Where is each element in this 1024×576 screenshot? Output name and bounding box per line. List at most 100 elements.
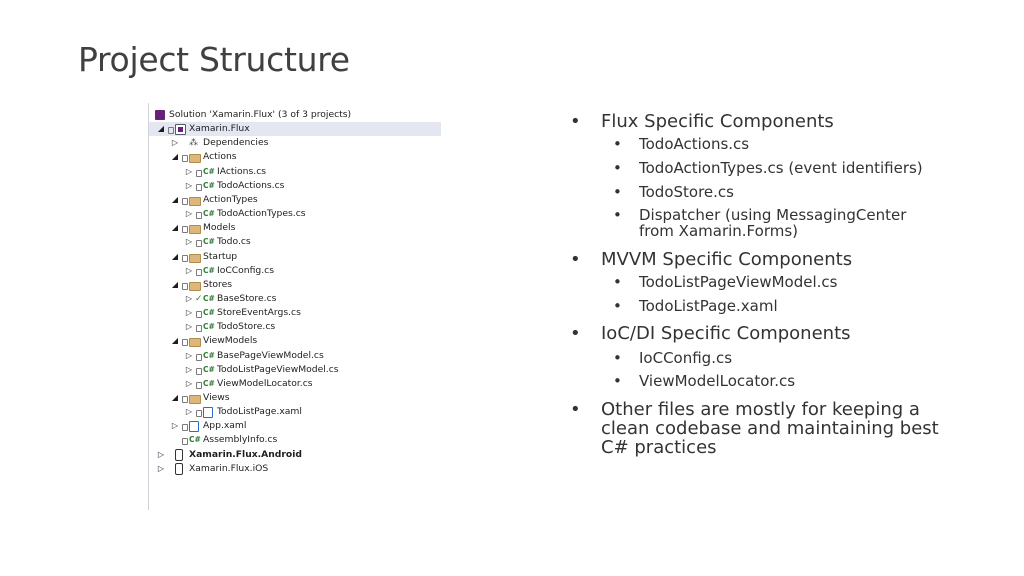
- tree-row[interactable]: ◢ActionTypes: [149, 193, 441, 207]
- tree-row[interactable]: ▷C#TodoActions.cs: [149, 179, 441, 193]
- expand-arrow-icon[interactable]: ▷: [185, 209, 193, 219]
- lock-icon: [196, 169, 202, 177]
- tree-row-label: IoCConfig.cs: [217, 264, 274, 276]
- expand-arrow-icon[interactable]: ▷: [157, 463, 165, 473]
- lock-icon: [182, 339, 188, 347]
- expand-arrow-icon[interactable]: ▷: [185, 180, 193, 190]
- tree-row[interactable]: ▷ Xamarin.Flux.iOS: [149, 462, 441, 476]
- csharp-file-icon: C#: [203, 350, 215, 360]
- tree-row-label: Solution 'Xamarin.Flux' (3 of 3 projects…: [169, 109, 352, 120]
- collapse-arrow-icon[interactable]: ◢: [171, 336, 179, 346]
- lock-icon: [196, 367, 202, 375]
- expand-arrow-icon[interactable]: ▷: [185, 308, 193, 318]
- tree-row-label: BaseStore.cs: [217, 292, 277, 304]
- tree-row[interactable]: ◢ Startup: [149, 250, 441, 264]
- tree-row[interactable]: Solution 'Xamarin.Flux' (3 of 3 projects…: [149, 108, 441, 122]
- lock-icon: [182, 226, 188, 234]
- lock-icon: [196, 240, 202, 248]
- tree-row-label: Xamarin.Flux.iOS: [189, 462, 269, 474]
- lock-icon: [182, 197, 188, 205]
- expand-arrow-icon[interactable]: ▷: [185, 237, 193, 247]
- lock-icon: [168, 127, 174, 135]
- expand-arrow-icon[interactable]: ▷: [185, 293, 193, 303]
- collapse-arrow-icon[interactable]: ◢: [157, 124, 165, 134]
- tree-row[interactable]: ◢ViewModels: [149, 334, 441, 348]
- csharp-file-icon: C#: [189, 435, 201, 445]
- tree-row[interactable]: ▷ C#BasePageViewModel.cs: [149, 349, 441, 363]
- collapse-arrow-icon[interactable]: ◢: [171, 194, 179, 204]
- tree-row[interactable]: ▷C#TodoActionTypes.cs: [149, 207, 441, 221]
- bullet-text: MVVM Specific Components: [601, 249, 853, 270]
- sub-bullet-text: TodoActionTypes.cs (event identifiers): [639, 159, 923, 177]
- tree-row[interactable]: ◢Stores: [149, 278, 441, 292]
- tree-row-label: ViewModelLocator.cs: [217, 377, 313, 389]
- bullet-dot: •: [613, 135, 622, 153]
- tree-row[interactable]: ◢ Actions: [149, 150, 441, 164]
- csharp-file-icon: C#: [203, 166, 215, 176]
- bullet-dot: •: [613, 183, 622, 201]
- tree-row[interactable]: ◢ Xamarin.Flux: [149, 122, 441, 137]
- tree-row[interactable]: ▷C#ViewModelLocator.cs: [149, 377, 441, 391]
- expand-arrow-icon[interactable]: ▷: [185, 166, 193, 176]
- bullet-text: Flux Specific Components: [601, 111, 834, 132]
- xaml-file-icon: [189, 421, 199, 433]
- expand-arrow-icon[interactable]: ▷: [185, 407, 193, 417]
- lock-icon: [196, 353, 202, 361]
- xaml-file-icon: [203, 407, 213, 419]
- tree-row[interactable]: ▷Xamarin.Flux.Android: [149, 448, 441, 462]
- bullet-dot: •: [613, 273, 622, 291]
- tree-row-label: BasePageViewModel.cs: [217, 349, 324, 361]
- tree-row[interactable]: ▷C#StoreEventArgs.cs: [149, 306, 441, 320]
- tree-row[interactable]: ▷TodoListPage.xaml: [149, 405, 441, 419]
- solution-icon: [155, 110, 165, 120]
- tree-row[interactable]: ▷C#IoCConfig.cs: [149, 264, 441, 278]
- tree-row[interactable]: C#AssemblyInfo.cs: [149, 433, 441, 447]
- tree-row[interactable]: ▷App.xaml: [149, 419, 441, 433]
- bullet-dot: •: [570, 249, 581, 270]
- lock-icon: [182, 155, 188, 163]
- folder-icon: [189, 253, 201, 263]
- collapse-arrow-icon[interactable]: ◢: [171, 251, 179, 261]
- collapse-arrow-icon[interactable]: ◢: [171, 393, 179, 402]
- tree-row[interactable]: ▷C#Todo.cs: [149, 235, 441, 249]
- tree-row-label: Startup: [203, 250, 238, 262]
- tree-row[interactable]: ▷✓C#BaseStore.cs: [149, 292, 441, 306]
- lock-icon: [182, 396, 188, 403]
- tree-row-label: Todo.cs: [217, 236, 251, 248]
- folder-icon: [189, 225, 201, 235]
- lock-icon: [196, 410, 202, 418]
- collapse-arrow-icon[interactable]: ◢: [171, 223, 179, 233]
- tree-row-label: TodoListPageViewModel.cs: [217, 363, 339, 375]
- expand-arrow-icon[interactable]: ▷: [171, 421, 179, 431]
- tree-row[interactable]: ▷C#TodoStore.cs: [149, 320, 441, 334]
- bullet-dot: •: [613, 372, 622, 390]
- tree-row[interactable]: ▷C#TodoListPageViewModel.cs: [149, 363, 441, 377]
- slide-title: Project Structure: [78, 40, 350, 79]
- lock-icon: [182, 438, 188, 446]
- sub-bullet-text: TodoStore.cs: [639, 183, 734, 201]
- expand-arrow-icon[interactable]: ▷: [185, 378, 193, 388]
- bullet-text: Other files are mostly for keeping a cle…: [601, 399, 939, 458]
- expand-arrow-icon[interactable]: ▷: [157, 449, 165, 459]
- collapse-arrow-icon[interactable]: ◢: [171, 152, 179, 162]
- device-project-icon: [175, 448, 183, 461]
- folder-icon: [189, 196, 201, 206]
- lock-icon: [182, 282, 188, 290]
- expand-arrow-icon[interactable]: ▷: [185, 350, 193, 360]
- expand-arrow-icon[interactable]: ▷: [185, 265, 193, 275]
- device-project-icon: [175, 462, 183, 475]
- tree-row[interactable]: ◢Models: [149, 221, 441, 235]
- tree-row-label: Actions: [203, 151, 237, 163]
- collapse-arrow-icon[interactable]: ◢: [171, 279, 179, 289]
- tree-row-label: Xamarin.Flux: [189, 123, 250, 135]
- expand-arrow-icon[interactable]: ▷: [185, 364, 193, 374]
- tree-row-label: StoreEventArgs.cs: [217, 307, 301, 319]
- tree-row[interactable]: ◢Views: [149, 391, 441, 405]
- expand-arrow-icon[interactable]: ▷: [185, 322, 193, 332]
- tree-row[interactable]: ▷⁂Dependencies: [149, 136, 441, 150]
- lock-icon: [182, 424, 188, 432]
- sub-bullet-text: TodoActions.cs: [639, 135, 750, 153]
- tree-row[interactable]: ▷C#IActions.cs: [149, 165, 441, 179]
- expand-arrow-icon[interactable]: ▷: [171, 138, 179, 148]
- tree-row-label: TodoStore.cs: [217, 321, 276, 333]
